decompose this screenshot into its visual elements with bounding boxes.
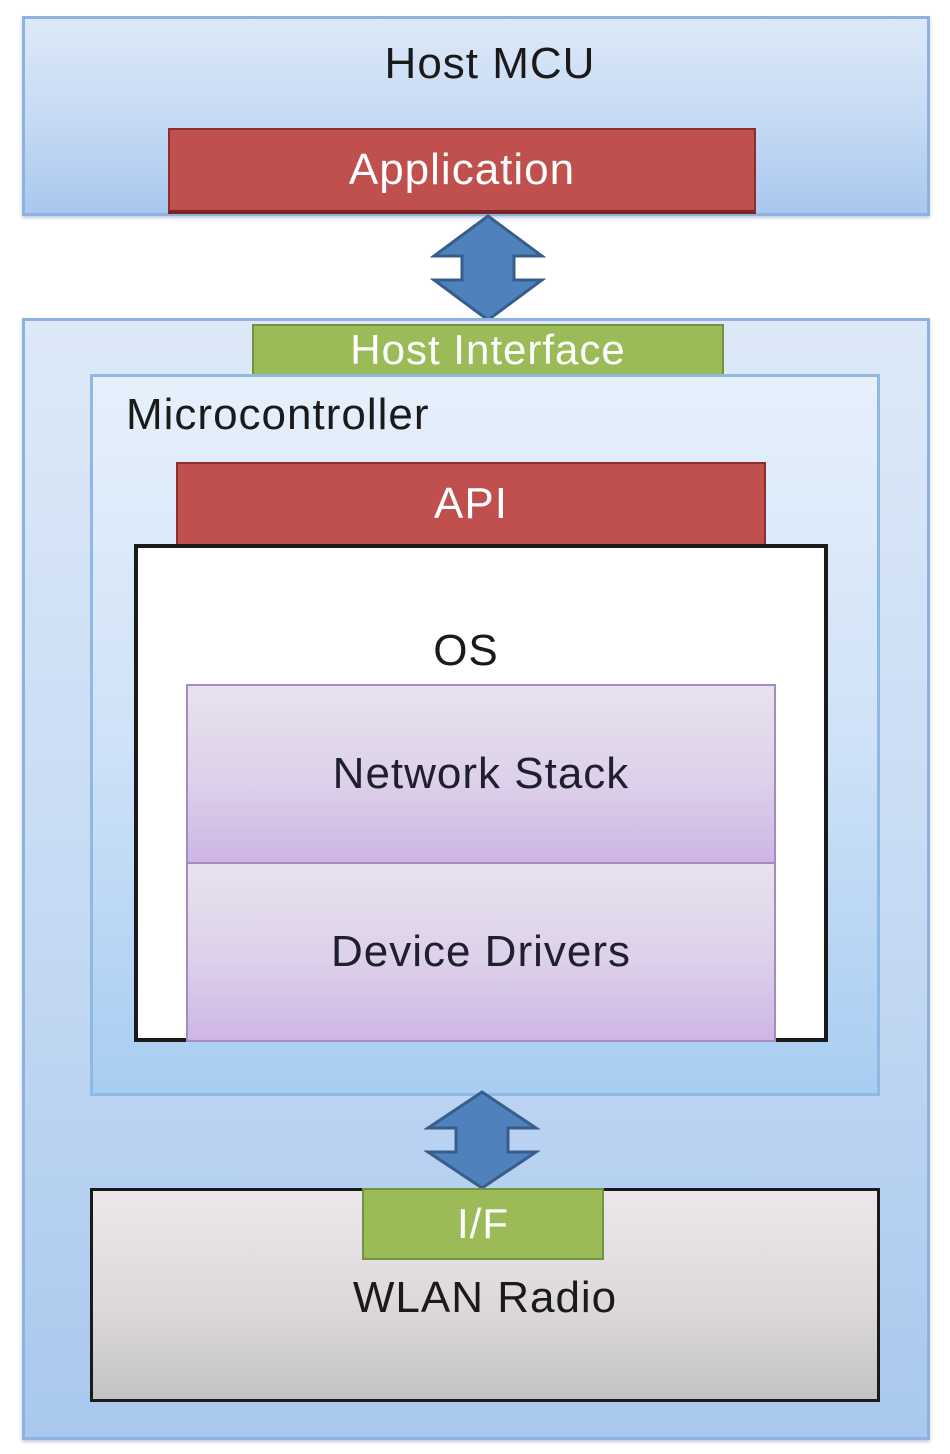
host-mcu-title: Host MCU [384,39,596,88]
network-stack-block: Network Stack [186,684,776,864]
device-drivers-block: Device Drivers [186,862,776,1042]
application-bar: Application [168,128,756,214]
microcontroller-title: Microcontroller [126,390,430,439]
os-title: OS [433,626,499,675]
bottom-arrow-icon [424,1090,540,1190]
host-interface-tab: Host Interface [252,324,724,376]
api-bar: API [176,462,766,548]
top-arrow-icon [430,214,546,322]
wlan-radio-title: WLAN Radio [352,1273,618,1322]
interface-tab: I/F [362,1188,604,1260]
